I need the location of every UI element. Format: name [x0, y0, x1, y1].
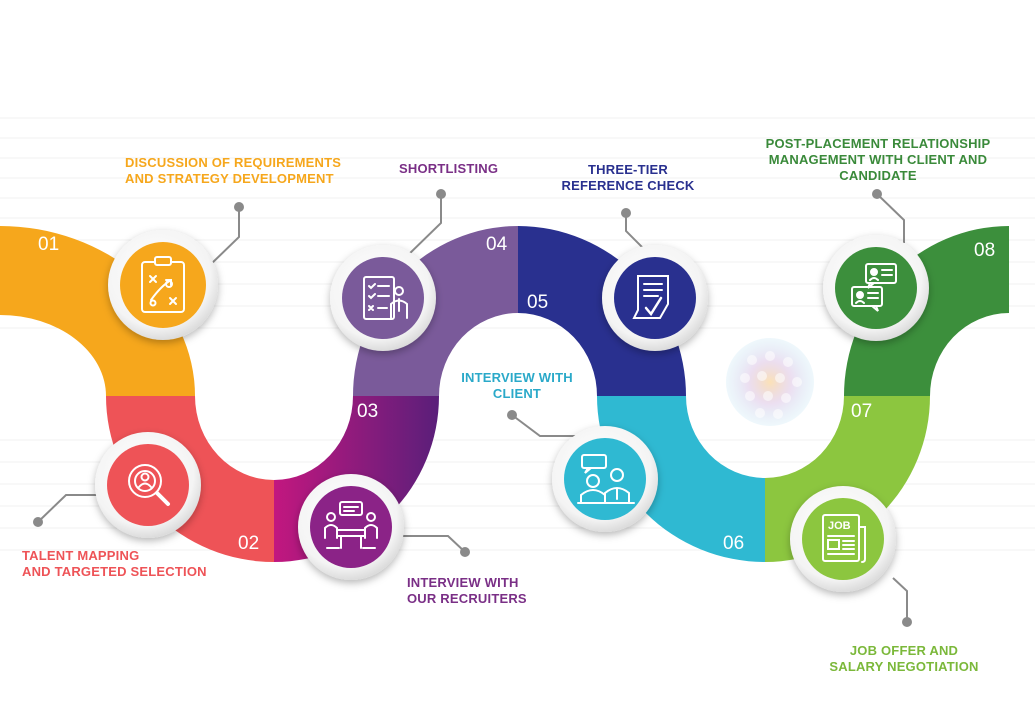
recruiter-interview-icon — [324, 501, 378, 549]
icon-disc-02 — [95, 432, 201, 538]
connector-03 — [400, 535, 466, 553]
connector-06 — [511, 414, 580, 437]
connector-01 — [208, 207, 240, 267]
step-label-05: THREE-TIER REFERENCE CHECK — [561, 162, 695, 193]
step-number-06: 06 — [723, 533, 744, 554]
segment-06 — [597, 396, 765, 562]
step-label-08: POST-PLACEMENT RELATIONSHIP MANAGEMENT W… — [765, 136, 991, 183]
step-number-08: 08 — [974, 240, 995, 261]
icon-disc-01 — [108, 230, 218, 340]
step-label-07: JOB OFFER AND SALARY NEGOTIATION — [829, 643, 979, 674]
svg-text:JOB: JOB — [828, 520, 851, 532]
step-number-05: 05 — [527, 292, 548, 313]
step-label-04: SHORTLISTING — [399, 161, 499, 176]
icon-disc-03 — [298, 474, 404, 580]
connector-04 — [404, 194, 442, 259]
icon-disc-05 — [602, 245, 708, 351]
connector-08 — [876, 193, 905, 243]
segment-04 — [353, 226, 518, 396]
step-label-01: DISCUSSION OF REQUIREMENTS AND STRATEGY … — [125, 155, 342, 186]
job-offer-newspaper-icon: JOB — [822, 514, 866, 563]
shortlist-checklist-icon — [363, 276, 408, 320]
step-number-01: 01 — [38, 234, 59, 255]
relationship-cards-icon — [851, 263, 897, 312]
talent-search-icon — [128, 464, 170, 506]
icon-disc-08 — [823, 235, 929, 341]
connector-07 — [892, 577, 908, 622]
step-number-07: 07 — [851, 401, 872, 422]
step-label-03: INTERVIEW WITH OUR RECRUITERS — [407, 575, 527, 606]
icon-disc-04 — [330, 245, 436, 351]
connectors — [37, 193, 908, 622]
step-number-04: 04 — [486, 234, 508, 255]
connector-02 — [37, 494, 108, 523]
step-numbers: 01 02 03 04 05 06 07 08 — [38, 234, 995, 554]
connector-dots — [33, 189, 912, 627]
step-number-03: 03 — [357, 401, 378, 422]
icon-disc-06 — [552, 426, 658, 532]
decorative-dot-sphere — [726, 338, 814, 426]
step-number-02: 02 — [238, 533, 259, 554]
segment-05 — [518, 226, 686, 396]
segment-08 — [844, 226, 1009, 396]
step-label-06: INTERVIEW WITH CLIENT — [461, 370, 573, 401]
client-interview-icon — [577, 454, 635, 504]
reference-check-document-icon — [632, 275, 669, 319]
icon-disc-07: JOB — [790, 486, 896, 592]
strategy-clipboard-icon — [141, 256, 185, 313]
segment-01 — [0, 226, 195, 396]
step-label-02: TALENT MAPPING AND TARGETED SELECTION — [22, 548, 207, 579]
